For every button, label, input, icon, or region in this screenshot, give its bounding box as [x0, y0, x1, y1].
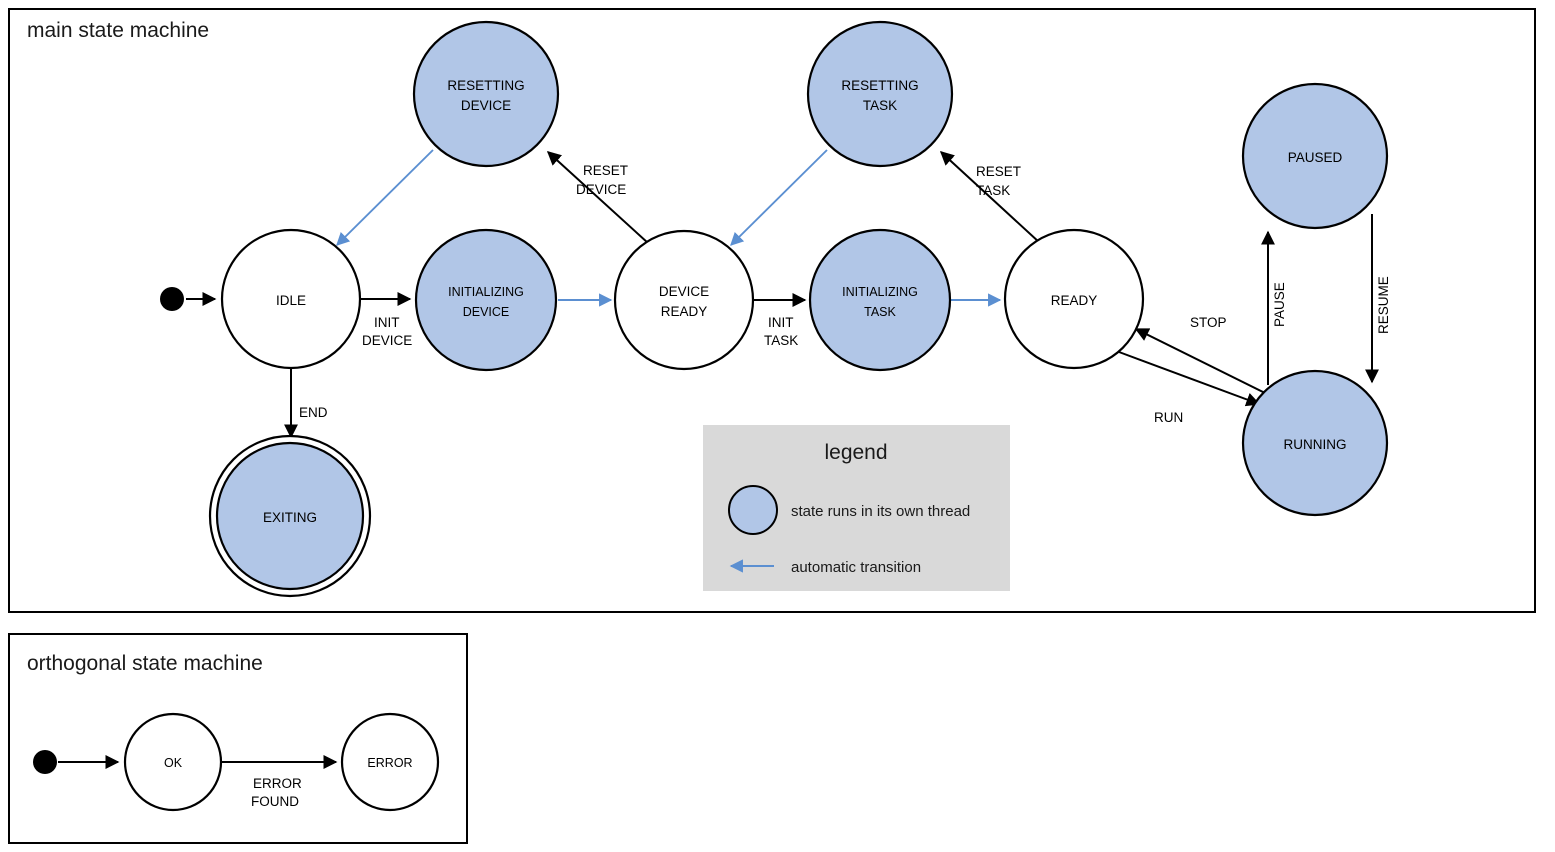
edge-label-run: RUN [1154, 410, 1183, 425]
state-idle-shape[interactable] [220, 228, 362, 370]
main-transitions: INIT DEVICE INIT TASK RESET DEVICE [186, 149, 1391, 439]
state-initializing-task-label-line1: INITIALIZING [842, 285, 918, 299]
initial-state-marker-orthogonal [33, 750, 57, 774]
state-device-ready[interactable]: DEVICE READY [613, 229, 755, 371]
edge-label-init-task-line1: INIT [768, 315, 794, 330]
legend-item-auto-transition-label: automatic transition [791, 559, 921, 576]
state-exiting-shape[interactable] [215, 441, 365, 591]
state-running-shape[interactable] [1241, 369, 1389, 517]
state-initializing-device-shape[interactable] [414, 228, 558, 372]
state-resetting-device-label-line1: RESETTING [447, 78, 524, 93]
transition-resetdev-to-idle [336, 149, 434, 246]
state-resetting-task-label-line1: RESETTING [841, 78, 918, 93]
edge-label-end: END [299, 405, 328, 420]
transition-resettask-to-deviceready [730, 149, 828, 246]
main-frame-title: main state machine [27, 19, 209, 42]
transition-ok-to-error: ERROR FOUND [222, 755, 338, 809]
state-paused-shape[interactable] [1241, 82, 1389, 230]
legend-title: legend [824, 441, 887, 464]
edge-label-reset-device-line2: DEVICE [576, 182, 626, 197]
transition-idle-init-device: INIT DEVICE [360, 292, 412, 348]
state-resetting-device-shape[interactable] [412, 20, 560, 168]
initial-state-marker-main [160, 287, 184, 311]
thread-state-circle-icon [728, 485, 778, 535]
edge-label-error-found-line2: FOUND [251, 794, 299, 809]
state-resetting-task-label-line2: TASK [863, 98, 897, 113]
state-initializing-task-label-line2: TASK [864, 305, 896, 319]
legend-item-auto-transition: automatic transition [729, 559, 921, 576]
state-paused[interactable]: PAUSED [1241, 82, 1389, 230]
state-initializing-device-label-line1: INITIALIZING [448, 285, 524, 299]
state-idle[interactable]: IDLE [220, 228, 362, 370]
transition-running-pause: PAUSE [1261, 230, 1287, 385]
edge-label-init-device-line1: INIT [374, 315, 400, 330]
state-resetting-task[interactable]: RESETTING TASK [806, 20, 954, 168]
state-ok-shape[interactable] [123, 712, 223, 812]
transition-deviceready-reset-device: RESET DEVICE [546, 151, 649, 244]
state-running-label: RUNNING [1284, 437, 1347, 452]
state-error[interactable]: ERROR [340, 712, 440, 812]
state-error-label: ERROR [367, 756, 412, 770]
transition-idle-end: END [284, 368, 328, 439]
state-resetting-device[interactable]: RESETTING DEVICE [412, 20, 560, 168]
state-device-ready-shape[interactable] [613, 229, 755, 371]
state-idle-label: IDLE [276, 293, 306, 308]
edge-label-resume: RESUME [1376, 276, 1391, 334]
state-initializing-task-shape[interactable] [808, 228, 952, 372]
main-states: RESETTING DEVICE RESETTING TASK PAUSED I… [160, 20, 1389, 598]
state-resetting-device-label-line2: DEVICE [461, 98, 511, 113]
orthogonal-state-machine-frame: orthogonal state machine ERROR FOUND OK … [8, 633, 468, 844]
state-paused-label: PAUSED [1288, 150, 1343, 165]
state-device-ready-label-line1: DEVICE [659, 284, 709, 299]
transition-paused-resume: RESUME [1365, 214, 1391, 384]
state-ok[interactable]: OK [123, 712, 223, 812]
transition-ready-reset-task: RESET TASK [939, 151, 1041, 244]
state-resetting-task-shape[interactable] [806, 20, 954, 168]
state-ok-label: OK [164, 756, 183, 770]
state-ready-label: READY [1051, 293, 1098, 308]
state-device-ready-label-line2: READY [661, 304, 708, 319]
transition-deviceready-init-task: INIT TASK [753, 293, 807, 348]
state-running[interactable]: RUNNING [1241, 369, 1389, 517]
edge-label-stop: STOP [1190, 315, 1227, 330]
edge-label-reset-task-line2: TASK [976, 183, 1010, 198]
transition-ready-run: RUN [1118, 351, 1261, 425]
state-exiting[interactable]: EXITING [208, 434, 372, 598]
edge-label-reset-device-line1: RESET [583, 163, 628, 178]
edge-label-init-device-line2: DEVICE [362, 333, 412, 348]
state-error-shape[interactable] [340, 712, 440, 812]
state-ready[interactable]: READY [1003, 228, 1145, 370]
state-exiting-label: EXITING [263, 510, 317, 525]
edge-label-init-task-line2: TASK [764, 333, 798, 348]
edge-label-pause: PAUSE [1272, 282, 1287, 327]
state-ready-shape[interactable] [1003, 228, 1145, 370]
legend: legend state runs in its own thread auto… [703, 425, 1010, 591]
state-initializing-device[interactable]: INITIALIZING DEVICE [414, 228, 558, 372]
transition-running-stop: STOP [1134, 315, 1272, 397]
edge-label-reset-task-line1: RESET [976, 164, 1021, 179]
legend-item-thread-state: state runs in its own thread [728, 485, 970, 535]
state-initializing-task[interactable]: INITIALIZING TASK [808, 228, 952, 372]
edge-label-error-found-line1: ERROR [253, 776, 302, 791]
legend-item-thread-state-label: state runs in its own thread [791, 503, 970, 520]
state-initializing-device-label-line2: DEVICE [463, 305, 510, 319]
orthogonal-frame-title: orthogonal state machine [27, 652, 263, 675]
